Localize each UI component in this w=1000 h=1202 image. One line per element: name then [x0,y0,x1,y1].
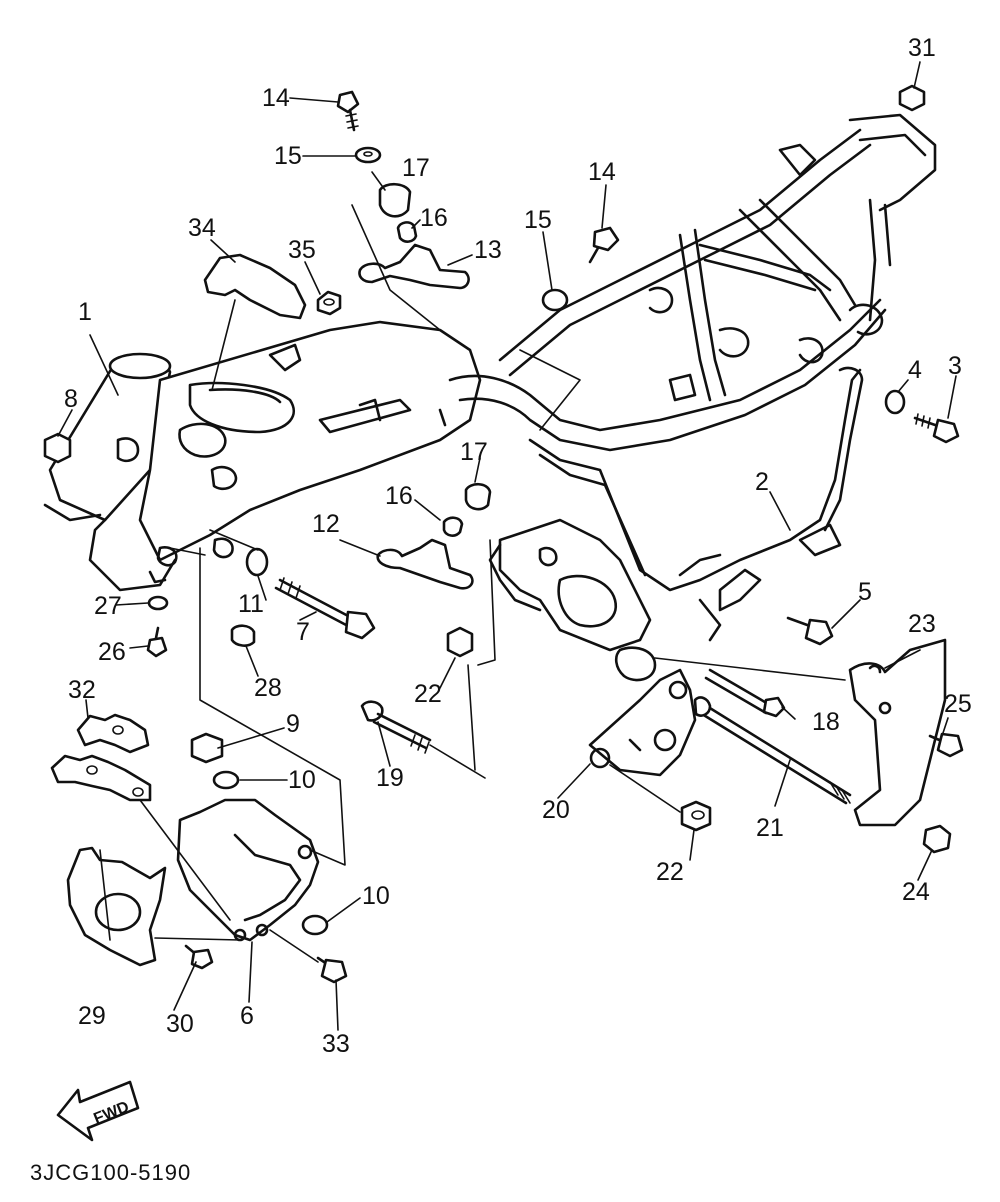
cover-plate-29 [66,846,167,967]
callout-7: 7 [296,618,310,646]
callout-14-right: 14 [588,158,616,186]
rear-subframe [448,113,937,452]
callout-2: 2 [755,468,769,496]
diagram-code: 3JCG100-5190 [30,1160,191,1185]
callout-8: 8 [64,385,78,413]
hardware [43,84,964,984]
callout-9: 9 [286,710,300,738]
callout-5: 5 [858,578,872,606]
callout-33: 33 [322,1030,350,1058]
callout-30: 30 [166,1010,194,1038]
engine-bracket-6 [176,798,320,942]
callout-15-top: 15 [274,142,302,170]
callout-32: 32 [68,676,96,704]
pivot-bracket [588,668,697,777]
callout-labels: 1 2 3 4 5 6 7 8 9 10 10 11 12 13 14 14 1… [64,34,972,1058]
callout-19: 19 [376,764,404,792]
long-bolts [693,668,852,805]
clamp-32 [50,713,152,802]
callout-14-top: 14 [262,84,290,112]
callout-18: 18 [812,708,840,736]
callout-10-upper: 10 [288,766,316,794]
callout-10-lower: 10 [362,882,390,910]
callout-11: 11 [238,590,264,618]
callout-23: 23 [908,610,936,638]
leader-lines [57,61,957,1031]
callout-4: 4 [908,356,922,384]
callout-6: 6 [240,1002,254,1030]
callout-16-right: 16 [385,482,413,510]
callout-25: 25 [944,690,972,718]
callout-28: 28 [254,674,282,702]
callout-13: 13 [474,236,502,264]
callout-15-right: 15 [524,206,552,234]
bolt-19 [360,700,432,754]
callout-17-right: 17 [460,438,488,466]
lower-frame [488,366,864,682]
callout-21: 21 [756,814,784,842]
callout-20: 20 [542,796,570,824]
side-plate [848,638,947,827]
forward-arrow-icon: FWD [56,1080,140,1142]
callout-1: 1 [78,298,92,326]
callout-22-left: 22 [414,680,442,708]
callout-3: 3 [948,352,962,380]
callout-17-top: 17 [402,154,430,182]
callout-24: 24 [902,878,930,906]
callout-34: 34 [188,214,216,242]
callout-29: 29 [78,1002,106,1030]
callout-16-top: 16 [420,204,448,232]
callout-26: 26 [98,638,126,666]
main-frame-front [43,320,482,592]
bolt-7 [274,577,376,640]
callout-27: 27 [94,592,122,620]
callout-12: 12 [312,510,340,538]
callout-31: 31 [908,34,936,62]
callout-35: 35 [288,236,316,264]
callout-22-right: 22 [656,858,684,886]
